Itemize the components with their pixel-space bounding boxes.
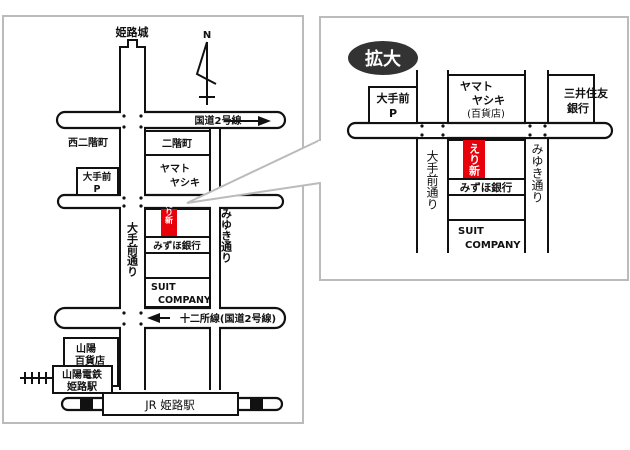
zoom-erishin-marker [463,140,485,178]
west-arrow-icon [147,313,160,323]
zoom-parking-block [368,86,418,124]
route2-road [55,110,287,130]
jr-station-label: JR 姫路駅 [144,398,195,412]
zoom-smbc-label-1: 三井住友 [564,86,608,100]
erishin-marker [161,209,177,237]
zoom-yamato-label-1: ヤマト [460,80,493,93]
overview-map-frame [2,15,304,424]
nikaimachi-label: 二階町 [162,137,192,150]
yamato-label-2: ヤシキ [170,177,200,189]
castle-icon [119,39,146,56]
zoom-mizuho-block [447,178,526,196]
zoom-yamato-label-3: (百貨店) [467,107,505,120]
sanyo-dept-label-2: 百貨店 [75,354,105,367]
zoom-smbc-label-2: 銀行 [567,101,589,115]
north-arrow-icon [195,41,217,105]
miyuki-road [211,129,219,390]
suit-label-1: SUIT [151,282,176,293]
mizuho-label: みずほ銀行 [153,240,201,252]
junisho-label: 十二所線(国道2号線) [180,312,276,325]
zoom-mizuho-label: みずほ銀行 [460,181,513,194]
parking-block [76,167,119,196]
zoom-parking-label-1: 大手前 [377,91,410,105]
sanyo-dept-label-1: 山陽 [76,342,96,355]
jr-station-block [102,392,239,416]
zoom-yamato-label-2: ヤシキ [472,94,505,107]
nikaimachi-block [144,130,211,156]
sanyo-station-label-2: 姫路駅 [67,380,98,393]
zoom-horizontal-road [346,121,614,140]
parking-label-1: 大手前 [83,171,112,183]
suit-block [144,277,211,308]
zoom-otemae-street-label: 大手前通り [425,150,439,210]
zoom-badge [348,41,418,75]
zoom-suit-label-1: SUIT [458,226,484,237]
mizuho-block [144,236,211,254]
otemae-street-label: 大手前通り [126,221,139,277]
zoom-intersection-dots [420,124,547,137]
yamato-block [144,155,211,195]
suit-label-2: COMPANY [158,295,211,306]
otemae-road [121,56,144,390]
nishi-nikaimachi-label: 西二階町 [68,136,108,149]
sanyo-station-label-1: 山陽電鉄 [62,368,102,381]
sanyo-station-block [52,365,113,394]
erishin-label: えり新 [165,200,174,225]
sanyo-railway-icon [20,372,53,384]
zoom-miyuki-street-label: みゆき通り [530,143,544,203]
miyuki-street-label: みゆき通り [220,208,233,263]
intersection-dots [122,114,143,326]
parking-label-2: P [94,184,101,195]
zoom-badge-label: 拡大 [365,48,401,70]
yamato-label-1: ヤマト [160,163,190,175]
callout-pointer [186,139,321,204]
zoom-smbc-block [548,74,595,123]
route2-label: 国道2号線 [195,114,242,127]
zoom-parking-label-2: P [389,107,397,120]
north-label: N [203,30,211,41]
zoom-suit-label-2: COMPANY [465,240,521,251]
zoom-erishin-label: えり新 [468,143,481,177]
castle-label: 姫路城 [116,25,149,39]
